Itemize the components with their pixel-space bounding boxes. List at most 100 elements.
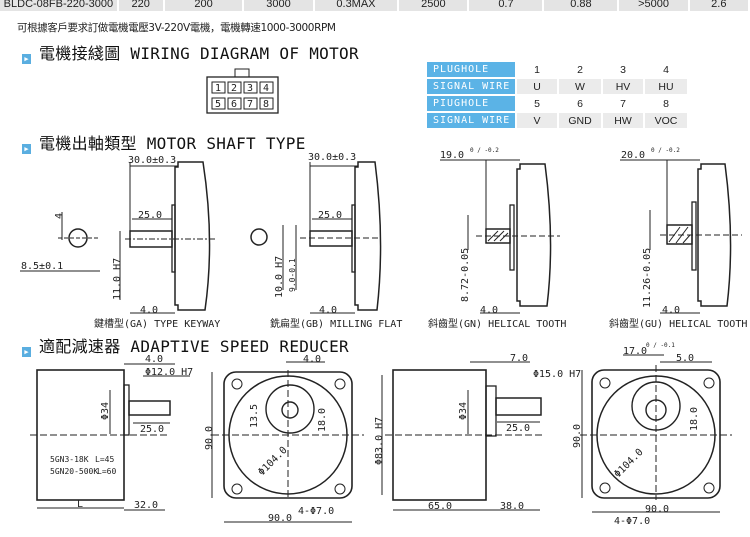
- dim-label: 25.0: [138, 210, 162, 221]
- spec-cell: 0.88: [544, 0, 620, 11]
- dim-label: Φ34: [100, 402, 111, 420]
- pin-label: 7: [247, 99, 253, 110]
- dim-label: Φ15.0 H7: [533, 369, 581, 380]
- dim-label: Φ34: [458, 402, 469, 420]
- dim-label: 25.0: [140, 424, 164, 435]
- dim-label: 90.0: [645, 504, 669, 515]
- cell: HU: [643, 77, 689, 96]
- dim-label: Φ83.0 H7: [374, 417, 385, 465]
- reducer-small-front-view: 4.0 90.0 13.5 18.0 Φ104.0 90.0 4-Φ7.0: [204, 354, 364, 524]
- dim-tolerance: 0 / -0.2: [470, 147, 499, 154]
- cell: 7: [601, 94, 645, 113]
- dim-tolerance: 0 / -0.2: [651, 147, 680, 154]
- dim-label: 65.0: [428, 501, 452, 512]
- dim-label: 4.0: [140, 305, 158, 316]
- dim-label: 38.0: [500, 501, 524, 512]
- cell: VOC: [643, 111, 689, 130]
- cell: 2: [557, 60, 603, 79]
- row-header: SIGNAL WIRE: [425, 77, 517, 96]
- cell: 3: [601, 60, 645, 79]
- cell: 1: [515, 60, 559, 79]
- heading-reducer: ▶ 適配減速器 ADAPTIVE SPEED REDUCER: [22, 333, 349, 357]
- shaft-drawing-gb: 30.0±0.3 25.0 10.0 H7 9.0-0.1 4.0 銑扁型(GB…: [250, 152, 402, 330]
- dim-label: 8.72-0.05: [460, 248, 471, 302]
- dim-label: Φ104.0: [612, 447, 645, 480]
- cell: 4: [643, 60, 689, 79]
- dim-label: 4.0: [662, 305, 680, 316]
- spec-cell: 3000: [244, 0, 315, 11]
- heading-text: 電機接綫圖 WIRING DIAGRAM OF MOTOR: [39, 44, 359, 63]
- dim-label: Φ104.0: [256, 445, 289, 478]
- heading-text: 適配減速器 ADAPTIVE SPEED REDUCER: [39, 337, 349, 356]
- dim-label: 4: [54, 213, 65, 219]
- heading-text: 電機出軸類型 MOTOR SHAFT TYPE: [39, 134, 306, 153]
- dim-label: 4.0: [480, 305, 498, 316]
- spec-cell: 220: [119, 0, 165, 11]
- dim-label: 90.0: [268, 513, 292, 524]
- dim-label: 18.0: [689, 407, 700, 431]
- shaft-caption: 鍵槽型(GA) TYPE KEYWAY: [94, 317, 220, 330]
- customization-note: 可根據客戶要求訂做電機電壓3V-220V電機，電機轉速1000-3000RPM: [17, 22, 336, 34]
- play-bullet-icon: ▶: [22, 54, 31, 64]
- dim-label: 19.0: [440, 150, 464, 161]
- cell: U: [515, 77, 559, 96]
- spec-cell: >5000: [619, 0, 690, 11]
- pin-label: 2: [231, 83, 237, 94]
- connector-diagram: 1 2 3 4 5 6 7 8: [206, 68, 279, 114]
- row-header: PIUGHOLE: [425, 94, 517, 113]
- pin-label: 5: [215, 99, 221, 110]
- dim-label: 10.0 H7: [274, 256, 285, 298]
- dim-label: 30.0±0.3: [128, 155, 176, 166]
- dim-label: Φ12.0 H7: [145, 367, 193, 378]
- model-label: 5GN3-18K: [50, 455, 89, 464]
- cell: V: [515, 111, 559, 130]
- spec-table-row: BLDC-08FB-220-3000 220 200 3000 0.3MAX 2…: [0, 0, 750, 11]
- row-header: PLUGHOLE: [425, 60, 517, 79]
- dim-label: 25.0: [318, 210, 342, 221]
- connector-pins: [211, 81, 274, 110]
- model-length: L=45: [95, 455, 114, 464]
- shaft-caption: 斜齒型(GU) HELICAL TOOTH: [609, 317, 747, 330]
- spec-cell: 2.6: [690, 0, 750, 11]
- heading-wiring: ▶ 電機接綫圖 WIRING DIAGRAM OF MOTOR: [22, 40, 359, 64]
- pin-label: 6: [231, 99, 237, 110]
- cell: 8: [643, 94, 689, 113]
- reducer-large-side-view: 7.0 Φ15.0 H7 Φ83.0 H7 Φ34 25.0 65.0 38.0: [374, 353, 581, 512]
- reducer-large-front-view: 17.0 0 / -0.1 5.0 90.0 18.0 Φ104.0 90.0 …: [572, 342, 732, 527]
- play-bullet-icon: ▶: [22, 347, 31, 357]
- dim-label: 30.0±0.3: [308, 152, 356, 163]
- cell: GND: [557, 111, 603, 130]
- dim-label: 7.0: [510, 353, 528, 364]
- cell: 5: [515, 94, 559, 113]
- play-bullet-icon: ▶: [22, 144, 31, 154]
- shaft-drawing-gu: 20.0 0 / -0.2 11.26-0.05 4.0 斜齒型(GU) HEL…: [609, 147, 747, 330]
- dim-label: 25.0: [506, 423, 530, 434]
- model-length: L=60: [97, 467, 116, 476]
- spec-cell: 200: [165, 0, 245, 11]
- cell: HV: [601, 77, 645, 96]
- dim-label: L: [77, 499, 83, 510]
- dim-label: 4-Φ7.0: [298, 506, 334, 517]
- row-header: SIGNAL WIRE: [425, 111, 517, 130]
- pin-label: 8: [263, 99, 269, 110]
- model-label: 5GN20-500K: [50, 467, 98, 476]
- cell: W: [557, 77, 603, 96]
- pin-label: 3: [247, 83, 253, 94]
- dim-label: 20.0: [621, 150, 645, 161]
- dim-label: 90.0: [572, 424, 583, 448]
- pin-label: 1: [215, 83, 221, 94]
- spec-cell: 0.7: [469, 0, 545, 11]
- dim-label: 18.0: [317, 408, 328, 432]
- shaft-caption: 斜齒型(GN) HELICAL TOOTH: [428, 317, 566, 330]
- dim-label: 4.0: [319, 305, 337, 316]
- dim-label: 11.26-0.05: [642, 248, 653, 308]
- cell: HW: [601, 111, 645, 130]
- dim-label: 4-Φ7.0: [614, 516, 650, 527]
- dim-label: 90.0: [204, 426, 215, 450]
